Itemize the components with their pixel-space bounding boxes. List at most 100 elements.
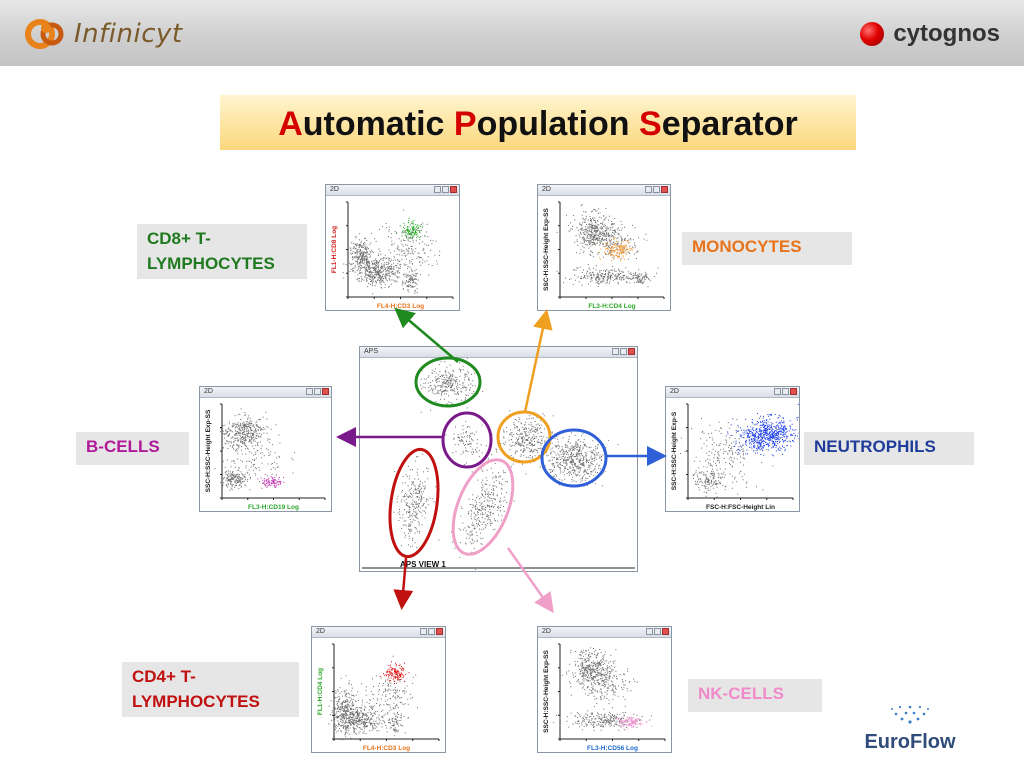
event-cloud: [631, 273, 650, 288]
title-initial-p: P: [453, 105, 477, 143]
window-controls[interactable]: [612, 348, 635, 355]
minimize-icon[interactable]: [306, 388, 313, 395]
window-titlebar[interactable]: APS: [360, 347, 637, 358]
scatter-plot-monocytes: FL3-H:CD4 Log SSC-H:SSC-Height Exp-SS: [543, 201, 665, 310]
euroflow-logo: EuroFlow: [858, 702, 962, 754]
window-title: 2D: [330, 186, 339, 193]
title-word-p: opulation: [476, 105, 640, 143]
title-initial-a: A: [278, 105, 303, 143]
infinicyt-wordmark: Infinicyt: [74, 19, 183, 49]
window-titlebar[interactable]: 2D: [200, 387, 331, 398]
x-axis-label: FL4-H:CD3 Log: [377, 303, 424, 310]
euroflow-part2: Flow: [910, 731, 956, 753]
event-cloud: [330, 675, 361, 740]
event-cloud: [420, 358, 484, 413]
event-cloud: [342, 242, 417, 295]
maximize-icon[interactable]: [653, 186, 660, 193]
event-cloud: [561, 647, 629, 699]
label-cd4: CD4+ T- LYMPHOCYTES: [122, 662, 299, 717]
minimize-icon[interactable]: [646, 628, 653, 635]
minimize-icon[interactable]: [420, 628, 427, 635]
window-titlebar[interactable]: 2D: [666, 387, 799, 398]
window-title: 2D: [670, 388, 679, 395]
label-bcells: B-CELLS: [76, 432, 189, 465]
close-icon[interactable]: [322, 388, 329, 395]
minimize-icon[interactable]: [774, 388, 781, 395]
aps-view-label: APS VIEW 1: [400, 560, 446, 569]
close-icon[interactable]: [662, 628, 669, 635]
minimize-icon[interactable]: [612, 348, 619, 355]
plot-window-monocytes[interactable]: 2D FL3-H:CD4 Log SSC-H:SSC-Height Exp-SS: [537, 184, 671, 311]
event-cloud: [396, 217, 426, 241]
event-cloud: [220, 408, 277, 462]
window-controls[interactable]: [420, 628, 443, 635]
aps-window[interactable]: APS APS VIEW 1: [359, 346, 638, 572]
event-cloud: [390, 453, 437, 548]
event-cloud: [556, 204, 625, 258]
window-controls[interactable]: [306, 388, 329, 395]
window-titlebar[interactable]: 2D: [538, 185, 670, 196]
infinicyt-logo: Infinicyt: [24, 14, 183, 54]
event-cloud: [545, 708, 652, 732]
event-cloud: [614, 716, 653, 730]
x-axis-label: FL3-H:CD4 Log: [588, 303, 635, 310]
maximize-icon[interactable]: [782, 388, 789, 395]
maximize-icon[interactable]: [620, 348, 627, 355]
event-cloud: [491, 410, 559, 465]
window-title: 2D: [542, 628, 551, 635]
minimize-icon[interactable]: [434, 186, 441, 193]
scatter-plot-neutrophils: FSC-H:FSC-Height Lin SSC-H:SSC-Height Exp…: [671, 403, 799, 511]
label-neutrophils: NEUTROPHILS: [804, 432, 974, 465]
header-banner: Infinicyt cytognos: [0, 0, 1024, 66]
minimize-icon[interactable]: [645, 186, 652, 193]
y-axis-label: SSC-H:SSC-Height Exp-S: [671, 411, 678, 490]
aps-scatter-plot: APS VIEW 1: [362, 358, 635, 570]
x-axis-label: FL3-H:CD19 Log: [248, 504, 299, 511]
event-cloud: [680, 418, 777, 498]
cytognos-wordmark: cytognos: [893, 20, 1000, 47]
event-cloud: [438, 443, 527, 570]
euroflow-part1: Euro: [864, 731, 910, 753]
close-icon[interactable]: [790, 388, 797, 395]
euroflow-wordmark: EuroFlow: [858, 731, 962, 754]
label-nkcells: NK-CELLS: [688, 679, 822, 712]
maximize-icon[interactable]: [314, 388, 321, 395]
window-titlebar[interactable]: 2D: [538, 627, 671, 638]
infinicyt-knot-icon: [25, 19, 64, 49]
maximize-icon[interactable]: [428, 628, 435, 635]
window-controls[interactable]: [646, 628, 669, 635]
y-axis-label: SSC-H:SSC-Height Exp-SS: [543, 207, 550, 290]
maximize-icon[interactable]: [654, 628, 661, 635]
event-cloud: [533, 430, 619, 488]
window-controls[interactable]: [774, 388, 797, 395]
title-word-a: utomatic: [302, 105, 454, 143]
window-title: APS: [364, 348, 379, 355]
close-icon[interactable]: [661, 186, 668, 193]
window-titlebar[interactable]: 2D: [326, 185, 459, 196]
maximize-icon[interactable]: [442, 186, 449, 193]
page-title: Automatic Population Separator: [220, 95, 856, 150]
title-initial-s: S: [639, 105, 662, 143]
close-icon[interactable]: [628, 348, 635, 355]
window-title: 2D: [204, 388, 213, 395]
close-icon[interactable]: [450, 186, 457, 193]
event-cloud: [384, 708, 406, 737]
plot-window-neutrophils[interactable]: 2D FSC-H:FSC-Height Lin SSC-H:SSC-Height …: [665, 386, 800, 512]
close-icon[interactable]: [436, 628, 443, 635]
event-cloud: [402, 266, 422, 294]
window-controls[interactable]: [645, 186, 668, 193]
window-controls[interactable]: [434, 186, 457, 193]
event-cloud: [594, 237, 634, 262]
event-cloud: [361, 655, 418, 732]
window-titlebar[interactable]: 2D: [312, 627, 445, 638]
x-axis-label: FSC-H:FSC-Height Lin: [706, 504, 775, 511]
y-axis-label: FL1-H:CD4 Log: [317, 668, 324, 715]
event-cloud: [328, 694, 388, 741]
